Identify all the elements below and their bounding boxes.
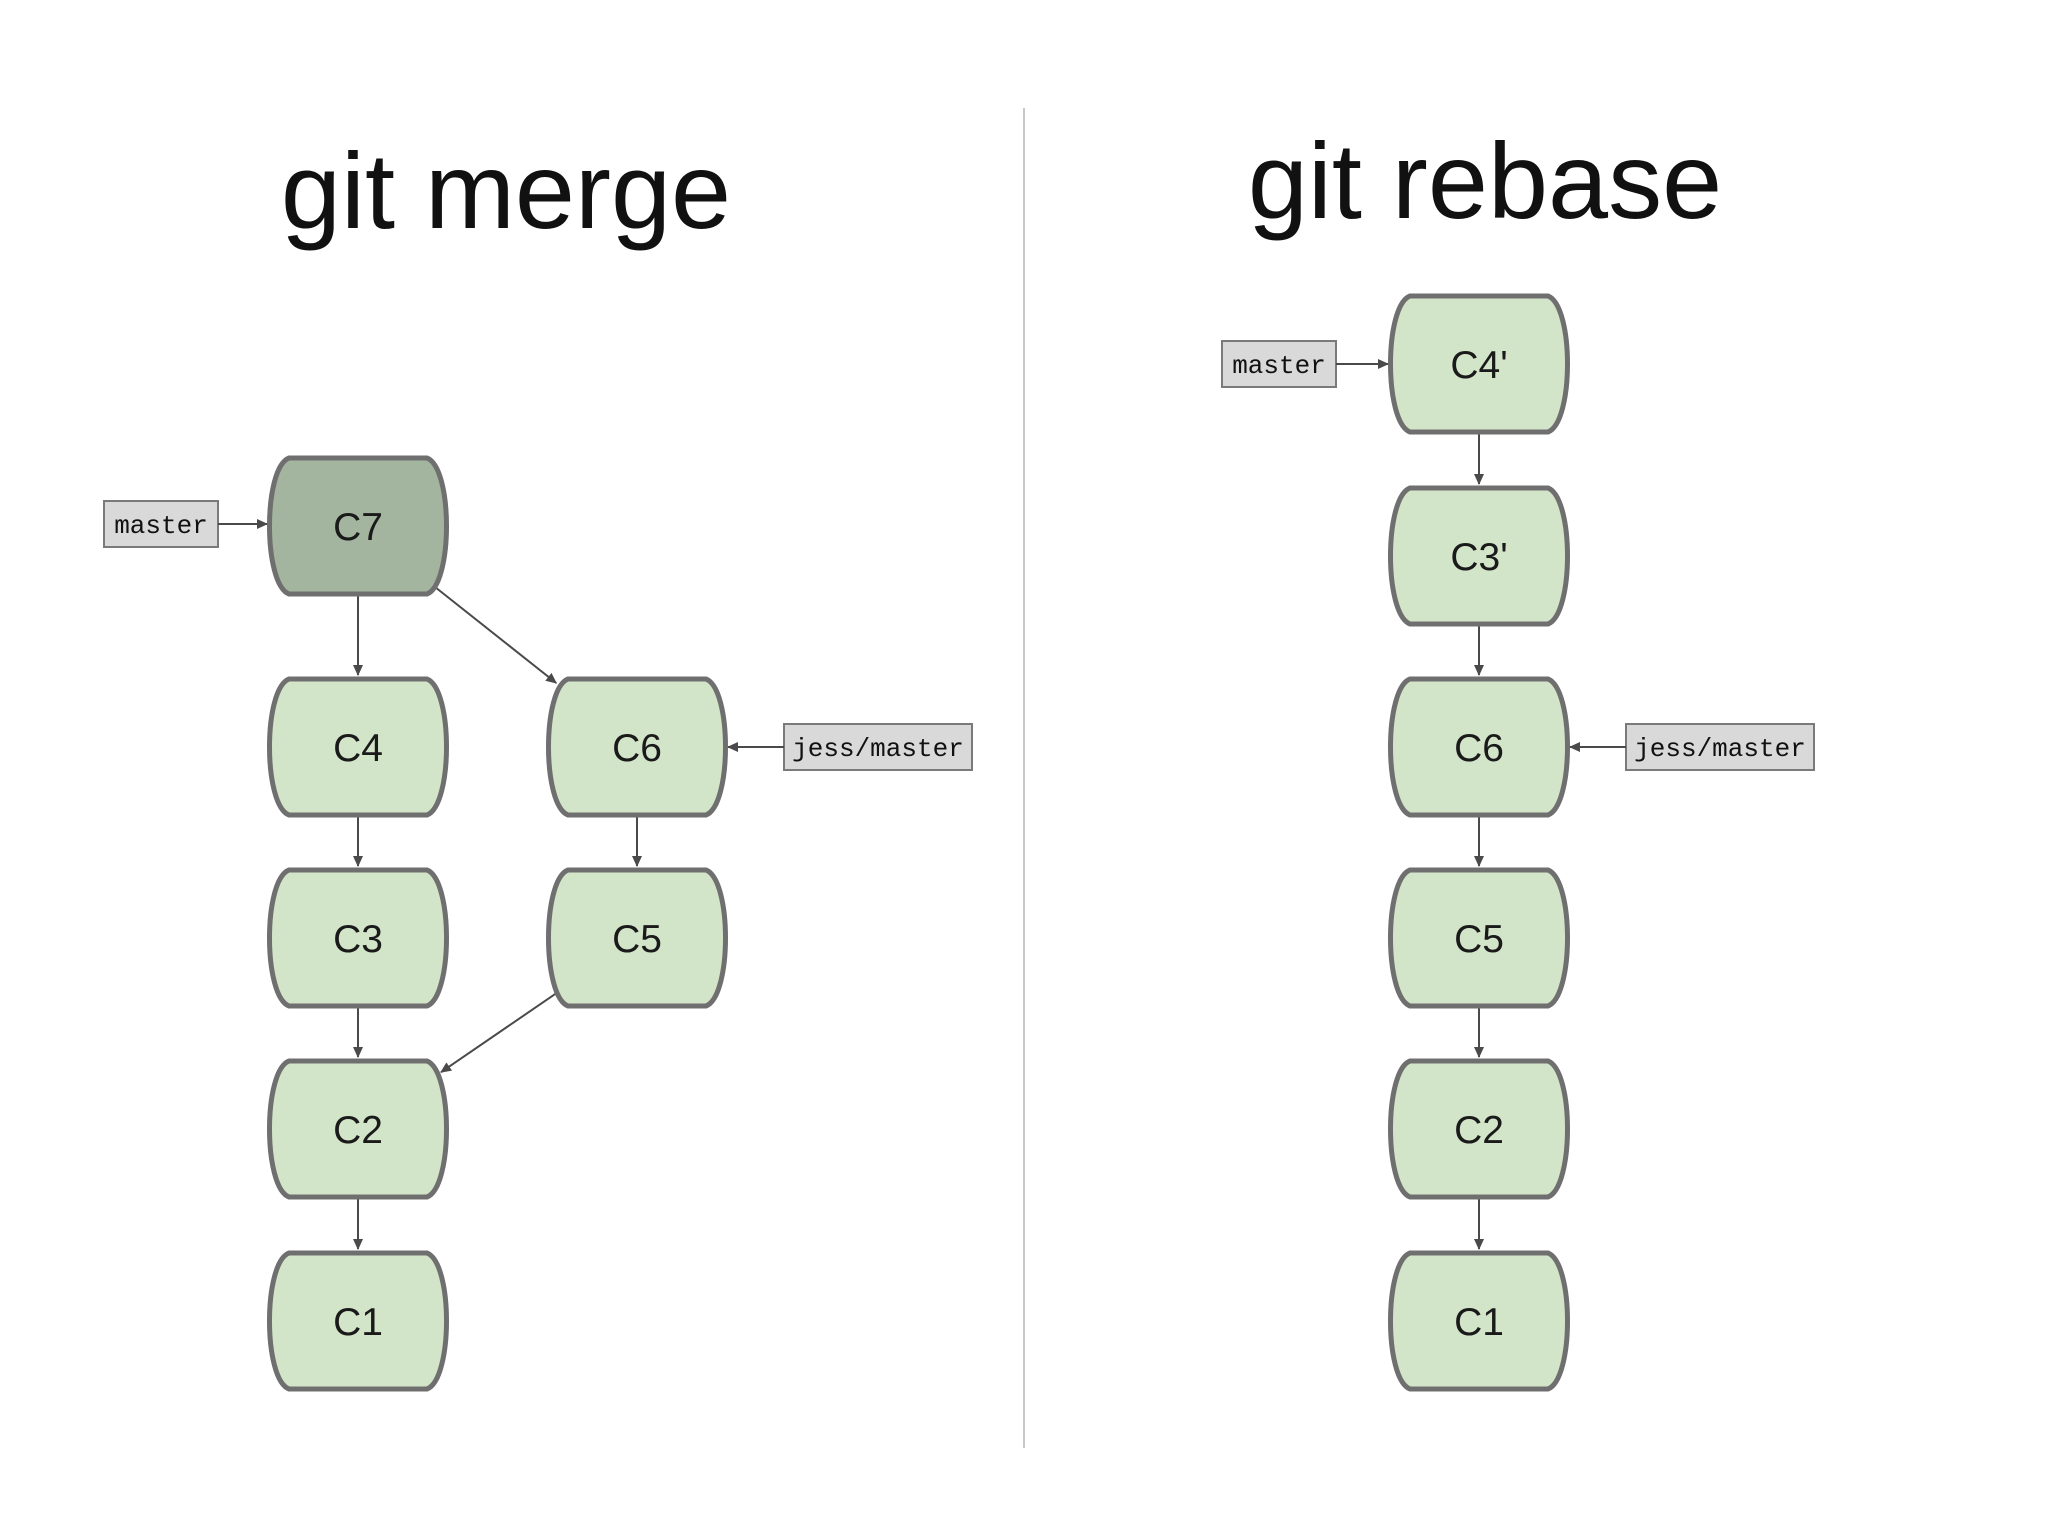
merge-ref-jess-master: jess/master [727, 723, 973, 771]
rebase-commit-c2: C2 [1388, 1058, 1570, 1200]
merge-ref-label: jess/master [792, 734, 964, 764]
merge-commit-c7-shape [267, 455, 449, 597]
refs-layer: master jess/master master jess/master [103, 340, 1815, 771]
rebase-commit-c5: C5 [1388, 867, 1570, 1009]
merge-panel-title: git merge [281, 130, 731, 251]
merge-commit-c4-label: C4 [333, 727, 383, 770]
rebase-ref-label: jess/master [1634, 734, 1806, 764]
rebase-commit-c2-shape [1388, 1058, 1570, 1200]
merge-commit-c5-shape [546, 867, 728, 1009]
merge-commit-c2-shape [267, 1058, 449, 1200]
merge-commit-c7-label: C7 [333, 506, 383, 549]
rebase-commit-c1-label: C1 [1454, 1301, 1504, 1344]
rebase-commit-c2-label: C2 [1454, 1109, 1504, 1152]
merge-commit-c1-label: C1 [333, 1301, 383, 1344]
rebase-commit-c5-shape [1388, 867, 1570, 1009]
merge-ref-master: master [103, 500, 268, 548]
edges-layer [353, 434, 1484, 1250]
merge-commit-c2: C2 [267, 1058, 449, 1200]
merge-ref-label: master [114, 511, 208, 541]
rebase-commit-c6: C6 [1388, 676, 1570, 818]
rebase-commit-c6-shape [1388, 676, 1570, 818]
rebase-ref-label: master [1232, 351, 1326, 381]
merge-commit-c2-label: C2 [333, 1109, 383, 1152]
rebase-commit-c3p-shape [1388, 485, 1570, 627]
merge-commit-c3-shape [267, 867, 449, 1009]
rebase-commit-c4p-label: C4' [1450, 344, 1507, 387]
rebase-commit-c1-shape [1388, 1250, 1570, 1392]
rebase-commit-c5-label: C5 [1454, 918, 1504, 961]
merge-ref-box [783, 723, 973, 771]
rebase-ref-box [1221, 340, 1337, 388]
merge-edge-c5-to-c2 [440, 992, 557, 1074]
merge-commit-c7: C7 [267, 455, 449, 597]
merge-commit-c6: C6 [546, 676, 728, 818]
merge-commit-c4: C4 [267, 676, 449, 818]
merge-commit-c1: C1 [267, 1250, 449, 1392]
rebase-commit-c1: C1 [1388, 1250, 1570, 1392]
rebase-ref-box [1625, 723, 1815, 771]
merge-edge-c7-to-c6 [435, 587, 557, 684]
merge-commit-c5-label: C5 [612, 918, 662, 961]
rebase-commit-c3p-label: C3' [1450, 536, 1507, 579]
merge-commit-c6-label: C6 [612, 727, 662, 770]
merge-commit-c1-shape [267, 1250, 449, 1392]
merge-ref-box [103, 500, 219, 548]
rebase-commit-c4p-shape [1388, 293, 1570, 435]
merge-commit-c5: C5 [546, 867, 728, 1009]
rebase-commit-c4p: C4' [1388, 293, 1570, 435]
rebase-panel-title: git rebase [1248, 120, 1722, 241]
rebase-ref-master: master [1221, 340, 1389, 388]
rebase-commit-c6-label: C6 [1454, 727, 1504, 770]
merge-commit-c3-label: C3 [333, 918, 383, 961]
rebase-ref-jess-master: jess/master [1569, 723, 1815, 771]
rebase-commit-c3p: C3' [1388, 485, 1570, 627]
merge-commit-c3: C3 [267, 867, 449, 1009]
merge-commit-c4-shape [267, 676, 449, 818]
merge-commit-c6-shape [546, 676, 728, 818]
